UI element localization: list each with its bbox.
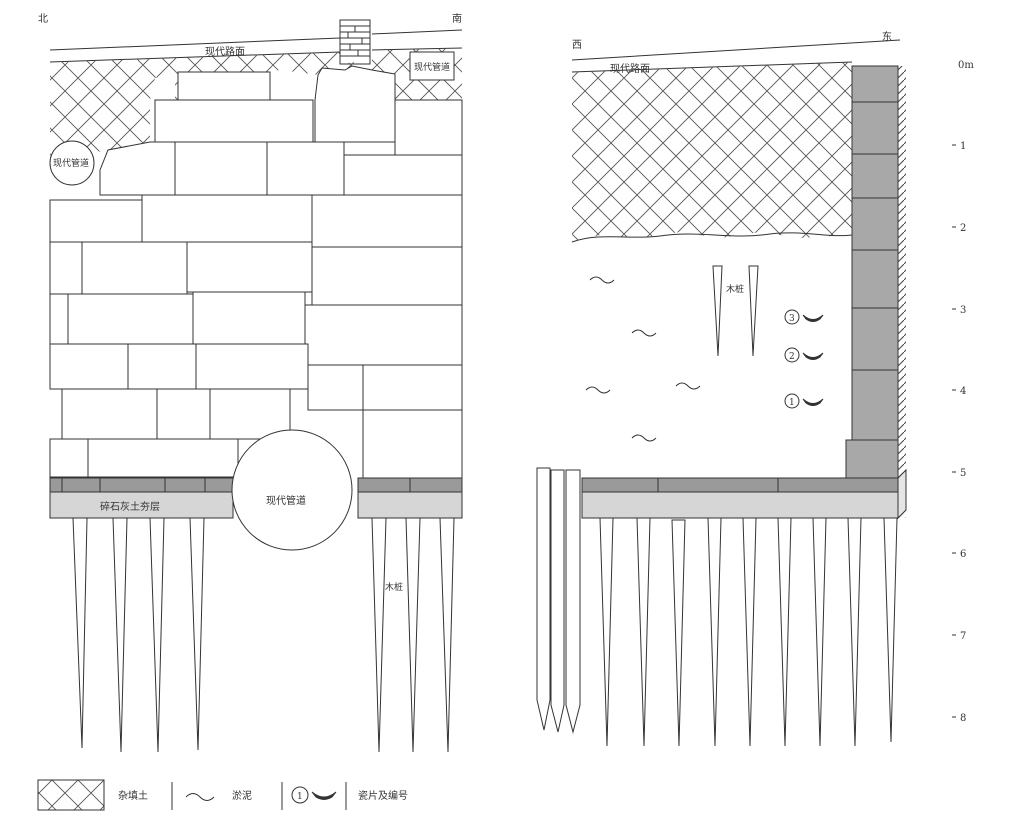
left-section: 北 南 现代路面 现代管道 现代管道	[38, 12, 463, 753]
artifact-3: 3	[784, 309, 824, 325]
depth-scale: 0m 1 2 3 4 5 6 7 8	[952, 60, 974, 724]
pipe-bottom-circle	[231, 429, 353, 551]
artifact-1: 1	[784, 393, 824, 409]
scale-tick-1: 1	[960, 141, 966, 152]
pile-label-left: 木桩	[385, 581, 403, 593]
scale-tick-0: 0m	[958, 60, 974, 71]
legend-fill-label: 杂填土	[118, 789, 148, 802]
svg-text:1: 1	[297, 792, 303, 802]
scale-tick-5: 5	[960, 468, 966, 479]
scale-tick-8: 8	[960, 713, 966, 724]
east-label: 东	[882, 30, 892, 43]
legend-fill-swatch	[37, 779, 105, 811]
pile-label-right: 木桩	[726, 283, 744, 295]
svg-text:1: 1	[789, 398, 795, 408]
pipe-top-right-box	[409, 51, 455, 81]
road-surface-line	[49, 37, 341, 51]
svg-text:2: 2	[789, 352, 795, 362]
road-surface-right	[571, 39, 901, 61]
artifact-2: 2	[784, 347, 824, 363]
legend-silt-swatch	[185, 793, 215, 801]
piles-left	[72, 517, 455, 753]
silt-boundary	[571, 232, 853, 243]
legend-artifact-swatch: 1	[291, 786, 337, 804]
silt-marks	[585, 276, 701, 442]
gravel-layer-label: 碎石灰土夯层	[100, 500, 160, 513]
pipe-left-circle	[49, 140, 95, 186]
masonry-wall	[49, 65, 463, 479]
pipe-left-label: 现代管道	[53, 157, 89, 169]
fill-soil-left	[50, 48, 462, 160]
legend: 杂填土 淤泥 1 瓷片及编号	[37, 779, 408, 811]
scale-tick-2: 2	[960, 223, 966, 234]
hardened-layer-right	[581, 468, 907, 520]
svg-text:3: 3	[789, 314, 795, 324]
silt-stakes	[712, 265, 759, 357]
north-label: 北	[38, 13, 48, 25]
piles-right	[599, 517, 898, 747]
brick-stack	[339, 19, 371, 65]
tall-stakes	[536, 467, 581, 734]
brick-column	[845, 65, 899, 479]
cut-edge-hatch	[898, 66, 906, 518]
south-label: 南	[452, 12, 462, 25]
road-label: 现代路面	[205, 45, 245, 58]
legend-artifact-label: 瓷片及编号	[358, 789, 408, 802]
pipe-top-right-label: 现代管道	[414, 61, 450, 73]
scale-tick-4: 4	[960, 386, 966, 397]
pipe-bottom-label: 现代管道	[266, 494, 306, 507]
fill-soil-right	[572, 62, 852, 242]
scale-tick-6: 6	[960, 549, 966, 560]
scale-tick-7: 7	[960, 631, 966, 642]
scale-tick-3: 3	[960, 305, 966, 316]
legend-silt-label: 淤泥	[232, 789, 252, 802]
west-label: 西	[572, 40, 582, 51]
right-section: 西 东 现代路面 木桩 3 2	[536, 30, 907, 747]
